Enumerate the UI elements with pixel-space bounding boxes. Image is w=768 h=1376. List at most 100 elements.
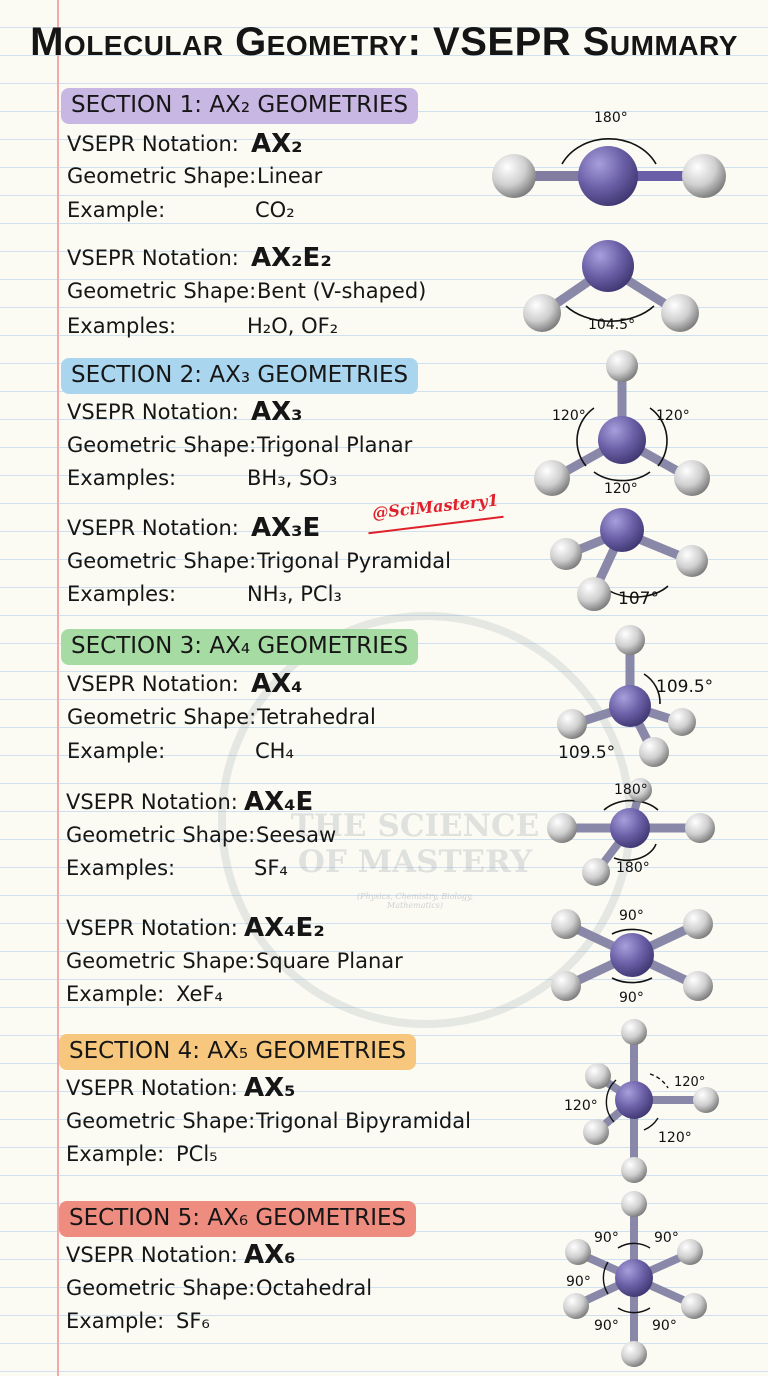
angle-label: 120° [674,1075,705,1090]
outer-atom [550,538,582,570]
linear-molecule-diagram: 180° [492,110,726,206]
shape-row: Geometric Shape:Octahedral [66,1276,373,1300]
watermark-text: THE SCIENCE OF MASTERY [290,808,540,880]
outer-atom [565,1239,591,1265]
bond [530,171,600,181]
outer-atom [585,1063,611,1089]
angle-arc [643,1117,659,1131]
notation-row: VSEPR Notation:AX₂ [67,129,303,159]
angle-label: 90° [619,908,644,924]
example-row: Examples:NH₃, PCl₃ [67,582,342,606]
angle-label: 107° [618,589,659,609]
angle-label: 104.5° [588,317,635,333]
angle-label: 120° [658,1130,692,1146]
angle-label: 120° [564,1098,598,1114]
outer-atom [621,1191,647,1217]
angle-label: 180° [594,110,628,126]
angle-label: 90° [566,1274,591,1290]
example-row: Example:XeF₄ [66,982,223,1006]
central-atom [610,808,650,848]
outer-atom [676,545,708,577]
example-row: Example:PCl₅ [66,1142,218,1166]
angle-arc [605,1079,617,1123]
angle-arc [576,407,595,467]
outer-atom [681,1293,707,1319]
angle-label: 120° [656,408,690,424]
shape-row: Geometric Shape:Square Planar [66,949,403,973]
notation-row: VSEPR Notation:AX₄E [66,787,314,817]
shape-row: Geometric Shape:Linear [67,164,323,188]
outer-atom [693,1087,719,1113]
central-atom [615,1081,653,1119]
watermark-tagline: (Physics, Chemistry, Biology, Mathematic… [356,892,474,910]
outer-atom [547,813,577,843]
trigonal-bipyramidal-molecule-diagram: 120° 120° 120° [564,1019,719,1183]
angle-arc [561,138,657,165]
angle-arc [617,1307,651,1314]
example-row: Examples:BH₃, SO₃ [67,466,338,490]
outer-atom [551,909,581,939]
outer-atom [628,778,652,802]
outer-atom [621,1019,647,1045]
notebook-margin-line [57,0,59,1376]
outer-atom [661,294,699,332]
example-row: Examples:SF₄ [66,856,288,880]
angle-arc [565,305,655,322]
angle-label: 90° [652,1318,677,1334]
central-atom [610,933,654,977]
outer-atom [621,1157,647,1183]
octahedral-molecule-diagram: 90° 90° 90° 90° 90° [563,1191,707,1367]
central-atom [598,416,646,464]
example-row: Example:CO₂ [67,198,295,222]
outer-atom [523,294,561,332]
page-title: Molecular Geometry: VSEPR Summary [30,20,738,64]
section-1-header: SECTION 1: AX₂ GEOMETRIES [61,88,419,124]
shape-row: Geometric Shape:Seesaw [66,823,337,847]
outer-atom [639,737,669,767]
example-row: Example:SF₆ [66,1309,210,1333]
angle-arc [611,928,653,935]
notation-row: VSEPR Notation:AX₄E₂ [66,913,325,943]
outer-atom [534,460,570,496]
angle-arc [643,673,661,705]
angle-label: 90° [619,990,644,1006]
central-atom [609,685,651,727]
outer-atom [685,813,715,843]
seesaw-molecule-diagram: 180° 180° [547,778,715,886]
outer-atom [683,971,713,1001]
central-atom [582,240,634,292]
angle-label: 90° [654,1230,679,1246]
outer-atom [606,350,638,382]
central-atom [600,508,644,552]
bent-molecule-diagram: 104.5° [523,240,699,333]
trigonal-pyramidal-molecule-diagram: 107° [550,508,708,611]
shape-row: Geometric Shape:Tetrahedral [67,705,376,729]
outer-atom [668,708,696,736]
angle-label: 90° [594,1318,619,1334]
outer-atom [615,625,645,655]
outer-atom [563,1293,589,1319]
shape-row: Geometric Shape:Trigonal Bipyramidal [66,1109,471,1133]
notation-row: VSEPR Notation:AX₂E₂ [67,243,332,273]
notation-row: VSEPR Notation:AX₃ [67,397,303,427]
angle-arc [649,407,668,467]
outer-atom [582,858,610,886]
section-3-header: SECTION 3: AX₄ GEOMETRIES [61,629,419,665]
central-atom [578,146,638,206]
outer-atom [621,1341,647,1367]
angle-arc [602,1261,609,1295]
shape-row: Geometric Shape:Trigonal Planar [67,433,413,457]
angle-arc [593,471,651,482]
angle-arc [649,1073,669,1089]
angle-arc [613,843,657,861]
angle-arc [607,585,669,598]
angle-label: 120° [604,481,638,497]
angle-label: 180° [616,860,650,876]
outer-atom [551,971,581,1001]
angle-arc [617,1242,651,1249]
trigonal-planar-molecule-diagram: 120° 120° 120° [534,350,710,497]
angle-label: 109.5° [558,743,615,763]
outer-atom [577,577,611,611]
outer-atom [674,460,710,496]
notation-row: VSEPR Notation:AX₃E [67,513,321,543]
